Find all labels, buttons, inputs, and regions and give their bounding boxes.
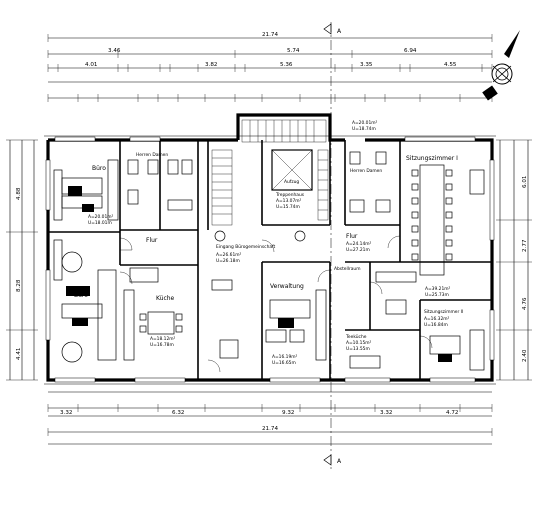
right-dim-3: 4.76 (522, 297, 528, 310)
bottom-dim-2: 6.32 (172, 410, 184, 416)
furniture-kueche (123, 267, 183, 361)
elevator-icon (271, 149, 313, 191)
room-label-kueche: Küche (156, 295, 175, 302)
top-dim-row3-1: 4.01 (85, 62, 98, 68)
bottom-dim-4: 3.32 (380, 410, 392, 416)
room-perimeter-sitzungszimmer2: U=16.84m (424, 322, 448, 328)
windows (45, 136, 495, 383)
furniture-teekueche (349, 271, 417, 369)
room-label-abstellraum: Abstellraum (334, 266, 361, 272)
bottom-total-dim: 21.74 (262, 426, 278, 432)
top-dim-row3-5: 4.55 (444, 62, 457, 68)
furniture-wc-left (127, 159, 193, 211)
furniture-buero2 (53, 239, 117, 363)
bottom-dim-1: 3.32 (60, 410, 72, 416)
room-label-treppenhaus: Treppenhaus (275, 192, 305, 198)
staircase-icon (211, 119, 329, 226)
furniture-wc-right (349, 151, 391, 213)
room-label-buero1: Büro (92, 165, 106, 172)
room-label-wc-right: Herren Damen (350, 168, 382, 174)
left-dim-1: 4.88 (16, 187, 22, 200)
furniture-sitzungszimmer1 (411, 164, 485, 276)
top-dimension-chains: 21.74 3.46 5.74 6.94 4.01 3.82 5.36 3.35… (47, 32, 493, 102)
room-area-sitzungszimmer1: A=39.21m² (425, 286, 451, 292)
room-label-teekueche: Teeküche (345, 334, 367, 340)
room-area-wc-right: A=20.01m² (352, 120, 378, 126)
room-perimeter-sitzungszimmer1: U=25.73m (425, 292, 449, 298)
left-dim-2: 8.28 (16, 279, 22, 292)
room-area-verwaltung: A=16.19m² (272, 354, 298, 360)
left-dim-3: 4.41 (16, 347, 22, 360)
top-dim-row3-2: 3.82 (205, 62, 217, 68)
room-label-aufzug: Aufzug (284, 179, 299, 185)
room-area-eingang: A=26.61m² (216, 252, 242, 258)
room-perimeter-kueche: U=16.78m (150, 342, 174, 348)
room-label-sitzungszimmer2: Sitzungszimmer II (424, 309, 463, 315)
top-dim-row3-4: 3.35 (360, 62, 373, 68)
room-perimeter-eingang: U=26.18m (216, 258, 240, 264)
right-dim-1: 6.01 (522, 175, 528, 188)
room-perimeter-treppenhaus: U=15.74m (276, 204, 300, 210)
room-labels: Büro A=20.01m² U=18.01m Herren Damen Flu… (74, 120, 463, 366)
north-arrow-icon (482, 30, 520, 101)
section-marker-bottom: A (337, 458, 342, 465)
room-area-teekueche: A=10.15m² (346, 340, 372, 346)
room-label-sitzungszimmer1: Sitzungszimmer I (406, 155, 458, 162)
room-perimeter-verwaltung: U=16.65m (272, 360, 296, 366)
furniture-eingang (211, 230, 306, 359)
top-dim-2: 5.74 (287, 48, 300, 54)
furniture-sitzungszimmer2 (429, 329, 485, 371)
room-perimeter-buero1: U=18.01m (88, 220, 112, 226)
room-label-flur-right: Flur (346, 233, 358, 240)
room-label-verwaltung: Verwaltung (270, 283, 304, 290)
top-dim-3: 6.94 (404, 48, 417, 54)
bottom-dim-3: 9.32 (282, 410, 294, 416)
room-perimeter-flur-right: U=27.21m (346, 247, 370, 253)
right-dim-2: 2.77 (522, 239, 528, 252)
left-dimension-chains: 4.88 8.28 4.41 (6, 139, 38, 381)
room-label-wc-left: Herren Damen (136, 152, 168, 158)
section-cut-line: A A (323, 22, 342, 470)
door-swings (119, 235, 433, 373)
room-perimeter-wc-right: U=18.74m (352, 126, 376, 132)
furniture-buero1 (53, 159, 119, 221)
room-area-buero1: A=20.01m² (88, 214, 114, 220)
room-area-flur-right: A=24.14m² (346, 241, 372, 247)
room-label-flur-left: Flur (146, 237, 158, 244)
bottom-dimension-chains: 3.32 6.32 9.32 3.32 4.72 21.74 (47, 391, 493, 445)
section-marker-top: A (337, 28, 342, 35)
room-label-eingang: Eingang Bürogemeinschaft (216, 244, 276, 250)
top-total-dim: 21.74 (262, 32, 278, 38)
right-dim-4: 2.40 (522, 349, 528, 362)
interior-walls (48, 140, 492, 380)
bottom-dim-5: 4.72 (446, 410, 458, 416)
right-dimension-chains: 6.01 2.77 4.76 2.40 (496, 139, 532, 381)
room-area-sitzungszimmer2: A=16.32m² (424, 316, 450, 322)
room-area-kueche: A=18.12m² (150, 336, 176, 342)
room-area-treppenhaus: A=13.07m² (276, 198, 302, 204)
top-dim-row3-3: 5.36 (280, 62, 293, 68)
top-dim-1: 3.46 (108, 48, 121, 54)
room-perimeter-teekueche: U=13.55m (346, 346, 370, 352)
furniture-verwaltung (265, 289, 327, 361)
